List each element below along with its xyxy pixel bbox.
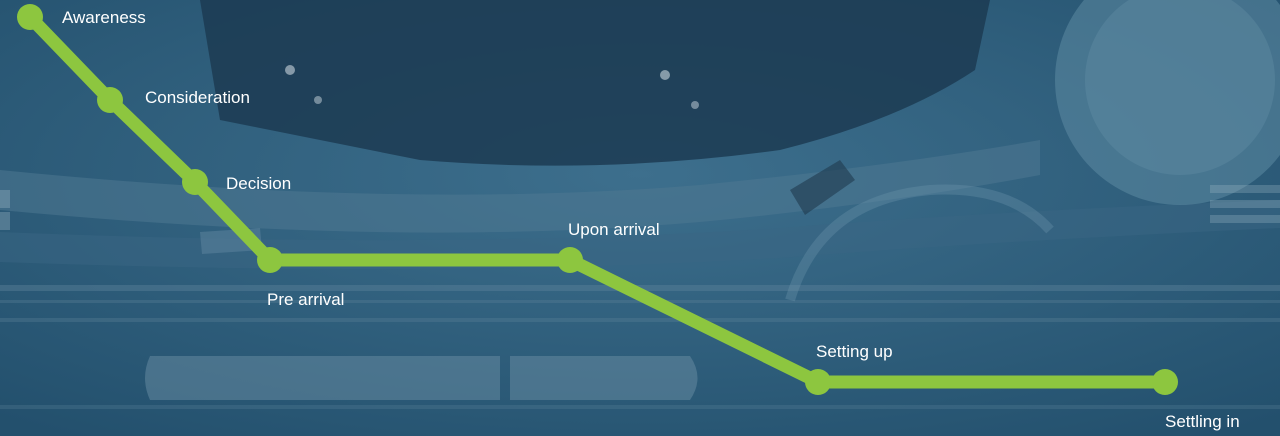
stage-label: Consideration — [145, 88, 250, 108]
stage-node — [557, 247, 583, 273]
stage-node — [97, 87, 123, 113]
stage-node — [1152, 369, 1178, 395]
stage-label: Awareness — [62, 8, 146, 28]
stage-label: Settling in — [1165, 412, 1240, 432]
stage-node — [182, 169, 208, 195]
stage-label: Setting up — [816, 342, 893, 362]
stage-label: Pre arrival — [267, 290, 344, 310]
stage-label: Decision — [226, 174, 291, 194]
stage-node — [17, 4, 43, 30]
stage-label: Upon arrival — [568, 220, 660, 240]
stage-node — [257, 247, 283, 273]
stage-node — [805, 369, 831, 395]
